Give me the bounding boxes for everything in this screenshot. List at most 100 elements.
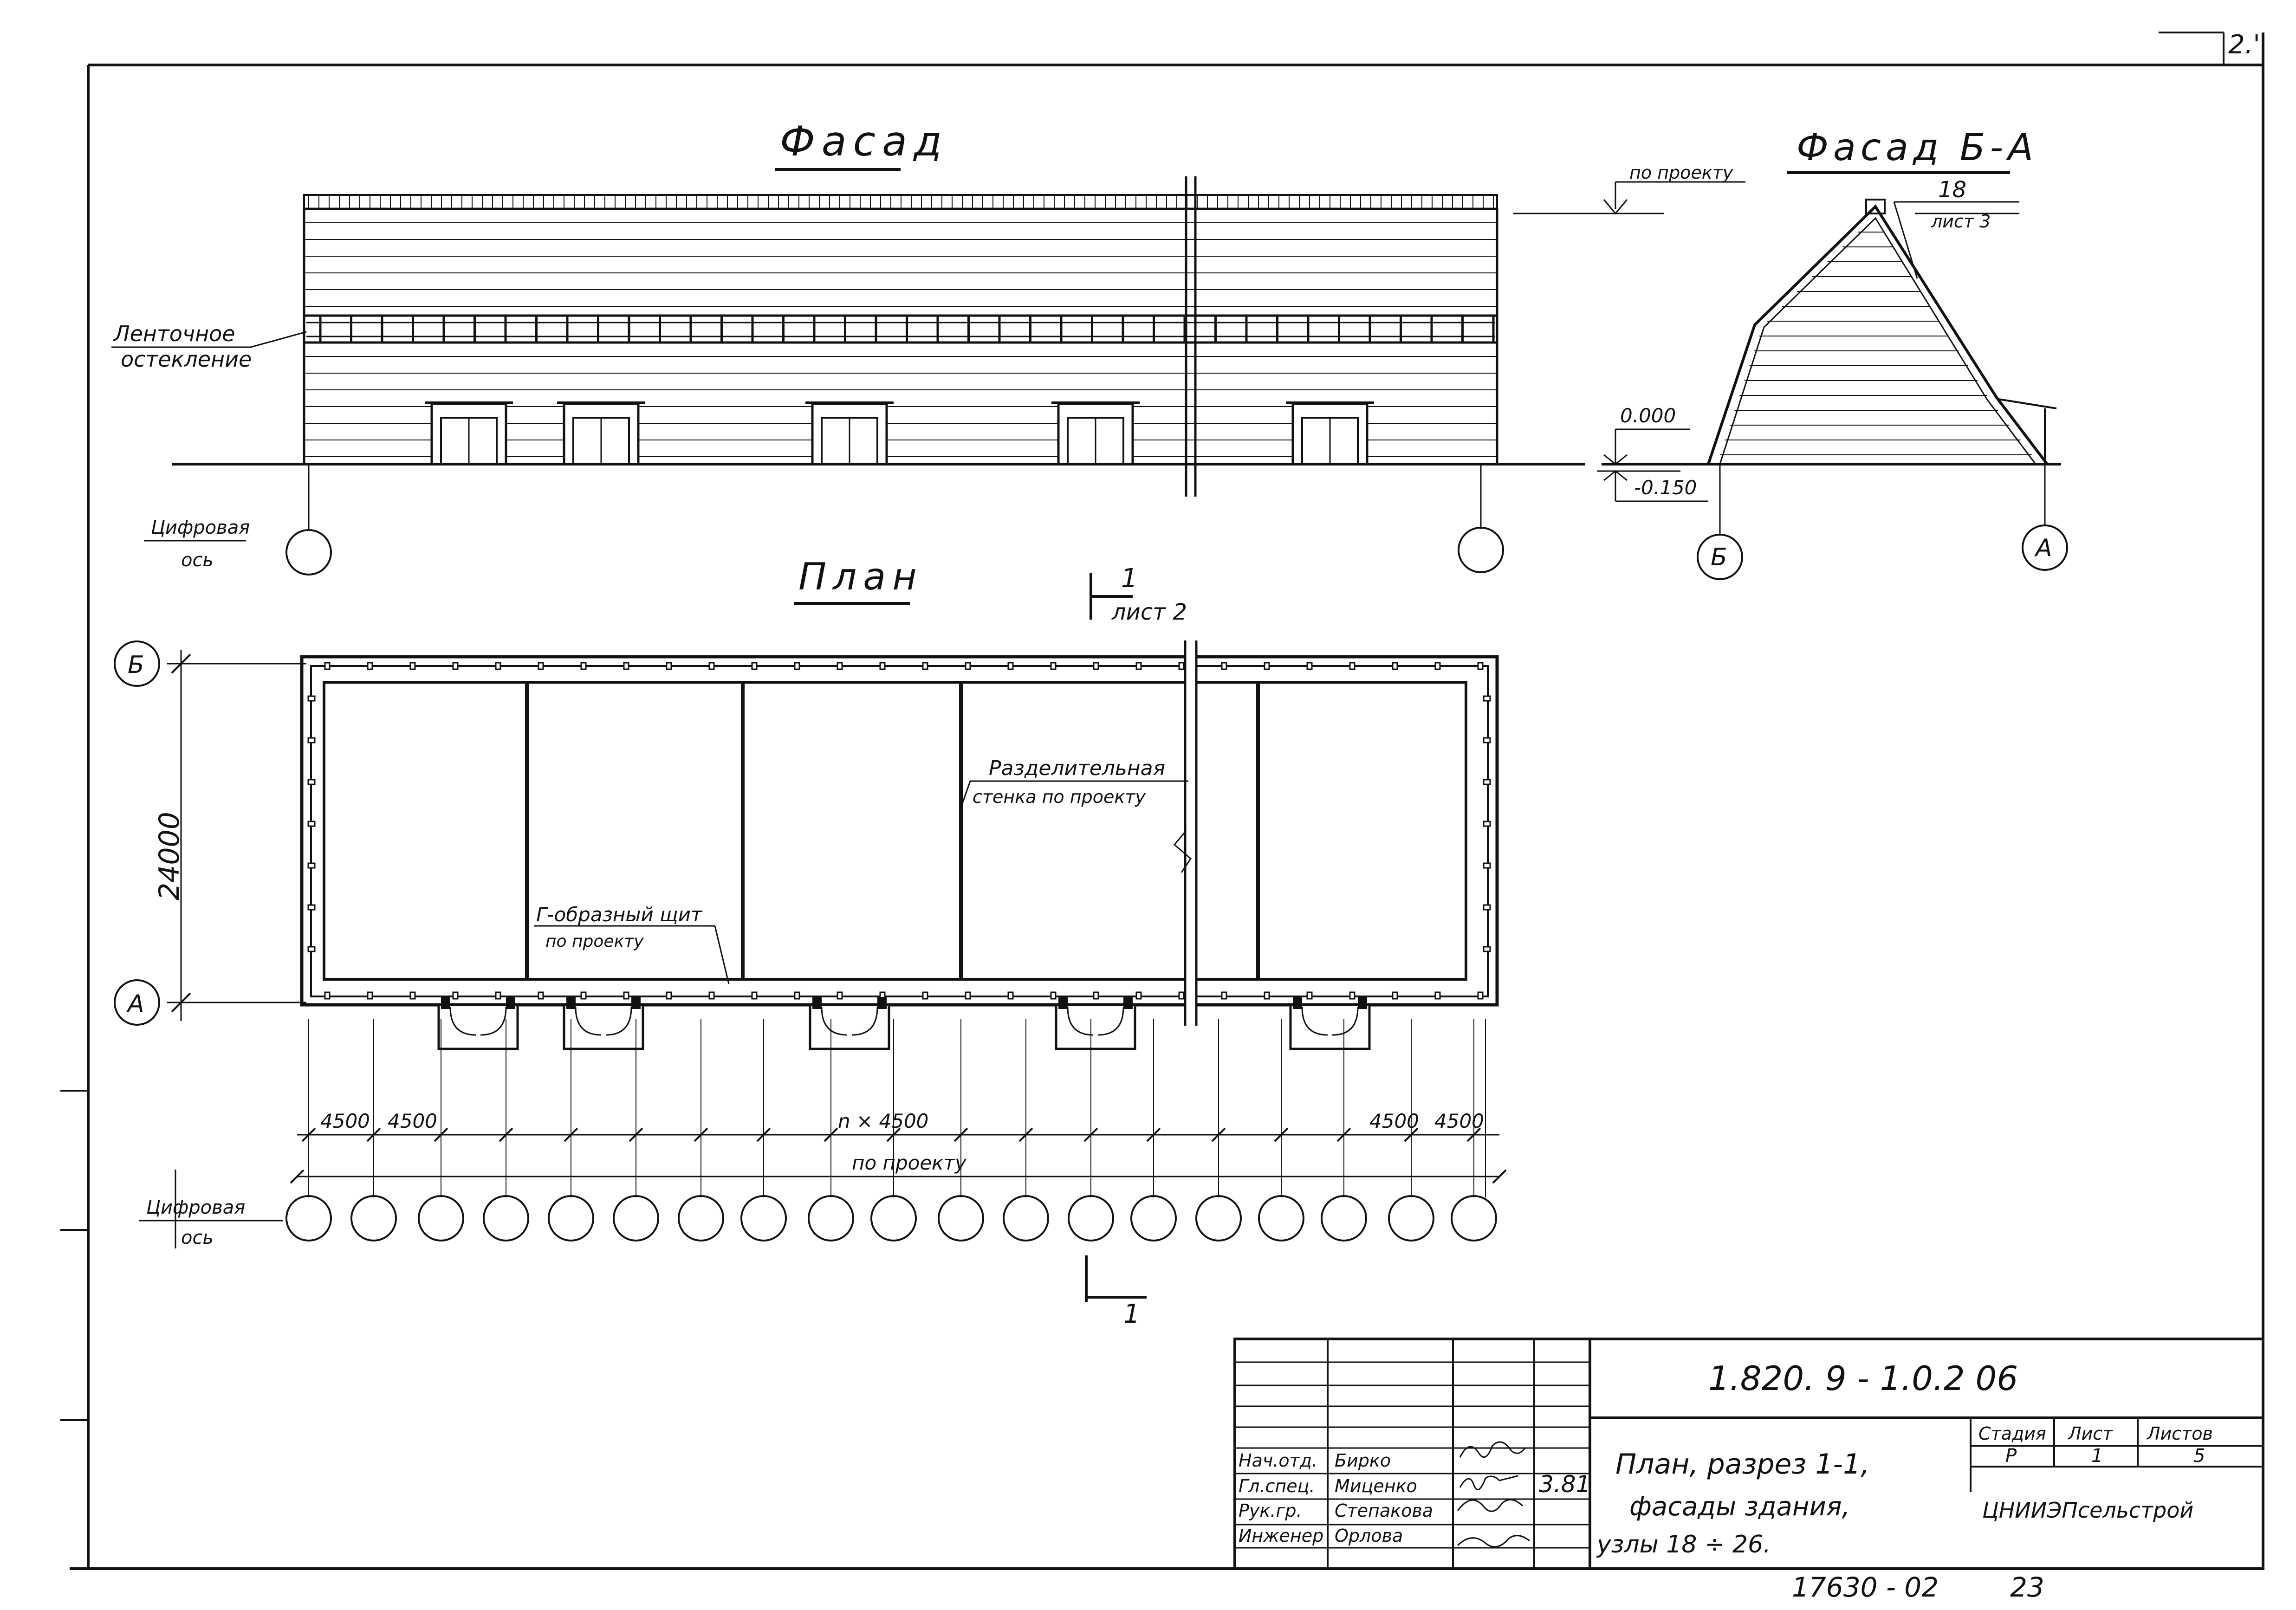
axis-circle bbox=[483, 1195, 529, 1241]
facade-building bbox=[172, 176, 1585, 497]
axis-circle bbox=[808, 1195, 854, 1241]
po-proektu-level: по проекту bbox=[1629, 162, 1733, 183]
axis-circle bbox=[1388, 1195, 1434, 1241]
vestibule-post bbox=[1293, 997, 1302, 1009]
stud-bottom bbox=[623, 991, 629, 1000]
level-bottom: -0.150 bbox=[1634, 476, 1697, 499]
facade-axis-label-1: Цифровая bbox=[151, 517, 250, 538]
stud-left bbox=[307, 946, 316, 952]
page-number: 23 bbox=[2010, 1571, 2044, 1603]
axis-circle bbox=[678, 1195, 724, 1241]
stud-top bbox=[324, 662, 331, 670]
stud-left bbox=[307, 695, 316, 702]
vestibule-door-swing bbox=[1301, 1007, 1359, 1036]
facade-axis-label-2: ось bbox=[181, 550, 214, 571]
level-top: 0.000 bbox=[1620, 404, 1676, 427]
axis-circle bbox=[1451, 1195, 1497, 1241]
dimension-chain bbox=[290, 1019, 1507, 1197]
axis-circle bbox=[1195, 1195, 1242, 1241]
vestibule-post bbox=[506, 997, 515, 1009]
stud-top bbox=[367, 662, 373, 670]
stud-bottom bbox=[1306, 991, 1313, 1000]
stud-bottom bbox=[1264, 991, 1270, 1000]
vestibule-post bbox=[1358, 997, 1367, 1009]
stud-top bbox=[1050, 662, 1057, 670]
stud-top bbox=[538, 662, 544, 670]
corner-mark: 2.' bbox=[2228, 30, 2260, 60]
stamp-date-mark: 3.81 bbox=[1539, 1471, 1590, 1498]
dim-tick bbox=[1466, 1127, 1481, 1142]
dim-tick bbox=[1274, 1127, 1289, 1142]
glazing-label-1: Ленточное bbox=[113, 321, 235, 346]
stud-bottom bbox=[580, 991, 587, 1000]
stud-bottom bbox=[708, 991, 715, 1000]
stamp-role-0: Нач.отд. bbox=[1239, 1450, 1317, 1471]
dim-tick bbox=[1211, 1127, 1226, 1142]
plan-view: План 1 лист 2 Б А 24000 Разделительная bbox=[114, 555, 1507, 1329]
stud-top bbox=[580, 662, 587, 670]
stud-top bbox=[1135, 662, 1142, 670]
stud-bottom bbox=[452, 991, 459, 1000]
vestibule-post bbox=[441, 997, 450, 1009]
plan-axis-label-1: Цифровая bbox=[146, 1197, 245, 1218]
stud-top bbox=[751, 662, 758, 670]
stud-top bbox=[794, 662, 800, 670]
stud-right bbox=[1483, 821, 1491, 827]
vestibule bbox=[437, 1003, 519, 1050]
node-sheet: лист 3 bbox=[1931, 211, 1991, 232]
stud-bottom bbox=[367, 991, 373, 1000]
stud-top bbox=[495, 662, 501, 670]
stud-top bbox=[1434, 662, 1441, 670]
stud-bottom bbox=[1135, 991, 1142, 1000]
axis-circle bbox=[1321, 1195, 1367, 1241]
stud-bottom bbox=[837, 991, 843, 1000]
stud-top bbox=[1264, 662, 1270, 670]
gable-outline bbox=[1602, 199, 2061, 466]
stamp-name-1: Миценко bbox=[1335, 1476, 1417, 1496]
stud-top bbox=[1007, 662, 1014, 670]
dim-tick bbox=[1083, 1127, 1098, 1142]
stud-bottom bbox=[1349, 991, 1356, 1000]
facade-view: Фасад Ленточное остекление Цифровая bbox=[111, 117, 1585, 575]
dim-tick bbox=[1404, 1127, 1419, 1142]
stamp-role-3: Инженер bbox=[1239, 1526, 1323, 1546]
stud-bottom bbox=[965, 991, 971, 1000]
org-name: ЦНИИЭПсельстрой bbox=[1982, 1498, 2193, 1523]
doc-code: 1.820. 9 - 1.0.2 06 bbox=[1708, 1359, 2018, 1398]
stud-top bbox=[965, 662, 971, 670]
vestibule-door-swing bbox=[1067, 1007, 1124, 1036]
stud-bottom bbox=[538, 991, 544, 1000]
dim-4500-1: 4500 bbox=[320, 1110, 370, 1132]
partition-walls bbox=[525, 683, 1260, 978]
facade-ba-axis-b: Б bbox=[1711, 543, 1727, 571]
signatures bbox=[1457, 1441, 1530, 1548]
dim-tick bbox=[301, 1127, 316, 1142]
sheets-value: 5 bbox=[2193, 1445, 2205, 1467]
shield-label-2: по проекту bbox=[545, 932, 644, 951]
axis-circle bbox=[350, 1195, 397, 1241]
shield-label-1: Г-образный щит bbox=[536, 903, 703, 926]
stud-right bbox=[1483, 946, 1491, 952]
stamp-name-3: Орлова bbox=[1335, 1526, 1403, 1546]
roof-hatch bbox=[308, 196, 1494, 208]
axis-circle bbox=[613, 1195, 659, 1241]
stud-bottom bbox=[1007, 991, 1014, 1000]
sheets-header: Листов bbox=[2146, 1423, 2213, 1444]
facade-ba-view: Фасад Б-А по проекту 18 лист 3 0.000 bbox=[1513, 126, 2068, 580]
gable-siding-lines bbox=[1719, 232, 2032, 455]
stud-top bbox=[623, 662, 629, 670]
stud-bottom bbox=[495, 991, 501, 1000]
stud-left bbox=[307, 904, 316, 911]
plan-axis-label-2: ось bbox=[181, 1227, 214, 1248]
stud-top bbox=[452, 662, 459, 670]
dim-tick bbox=[366, 1127, 381, 1142]
wall-label-2: стенка по проекту bbox=[973, 787, 1146, 807]
axis-circle bbox=[418, 1195, 464, 1241]
stamp-title-3: узлы 18 ÷ 26. bbox=[1596, 1531, 1771, 1558]
stamp-title-2: фасады здания, bbox=[1629, 1492, 1850, 1522]
stamp-name-0: Бирко bbox=[1335, 1450, 1391, 1471]
dim-tick bbox=[564, 1127, 578, 1142]
plan-axis-a: А bbox=[126, 990, 144, 1018]
section-mark-bottom: 1 bbox=[1123, 1299, 1140, 1329]
